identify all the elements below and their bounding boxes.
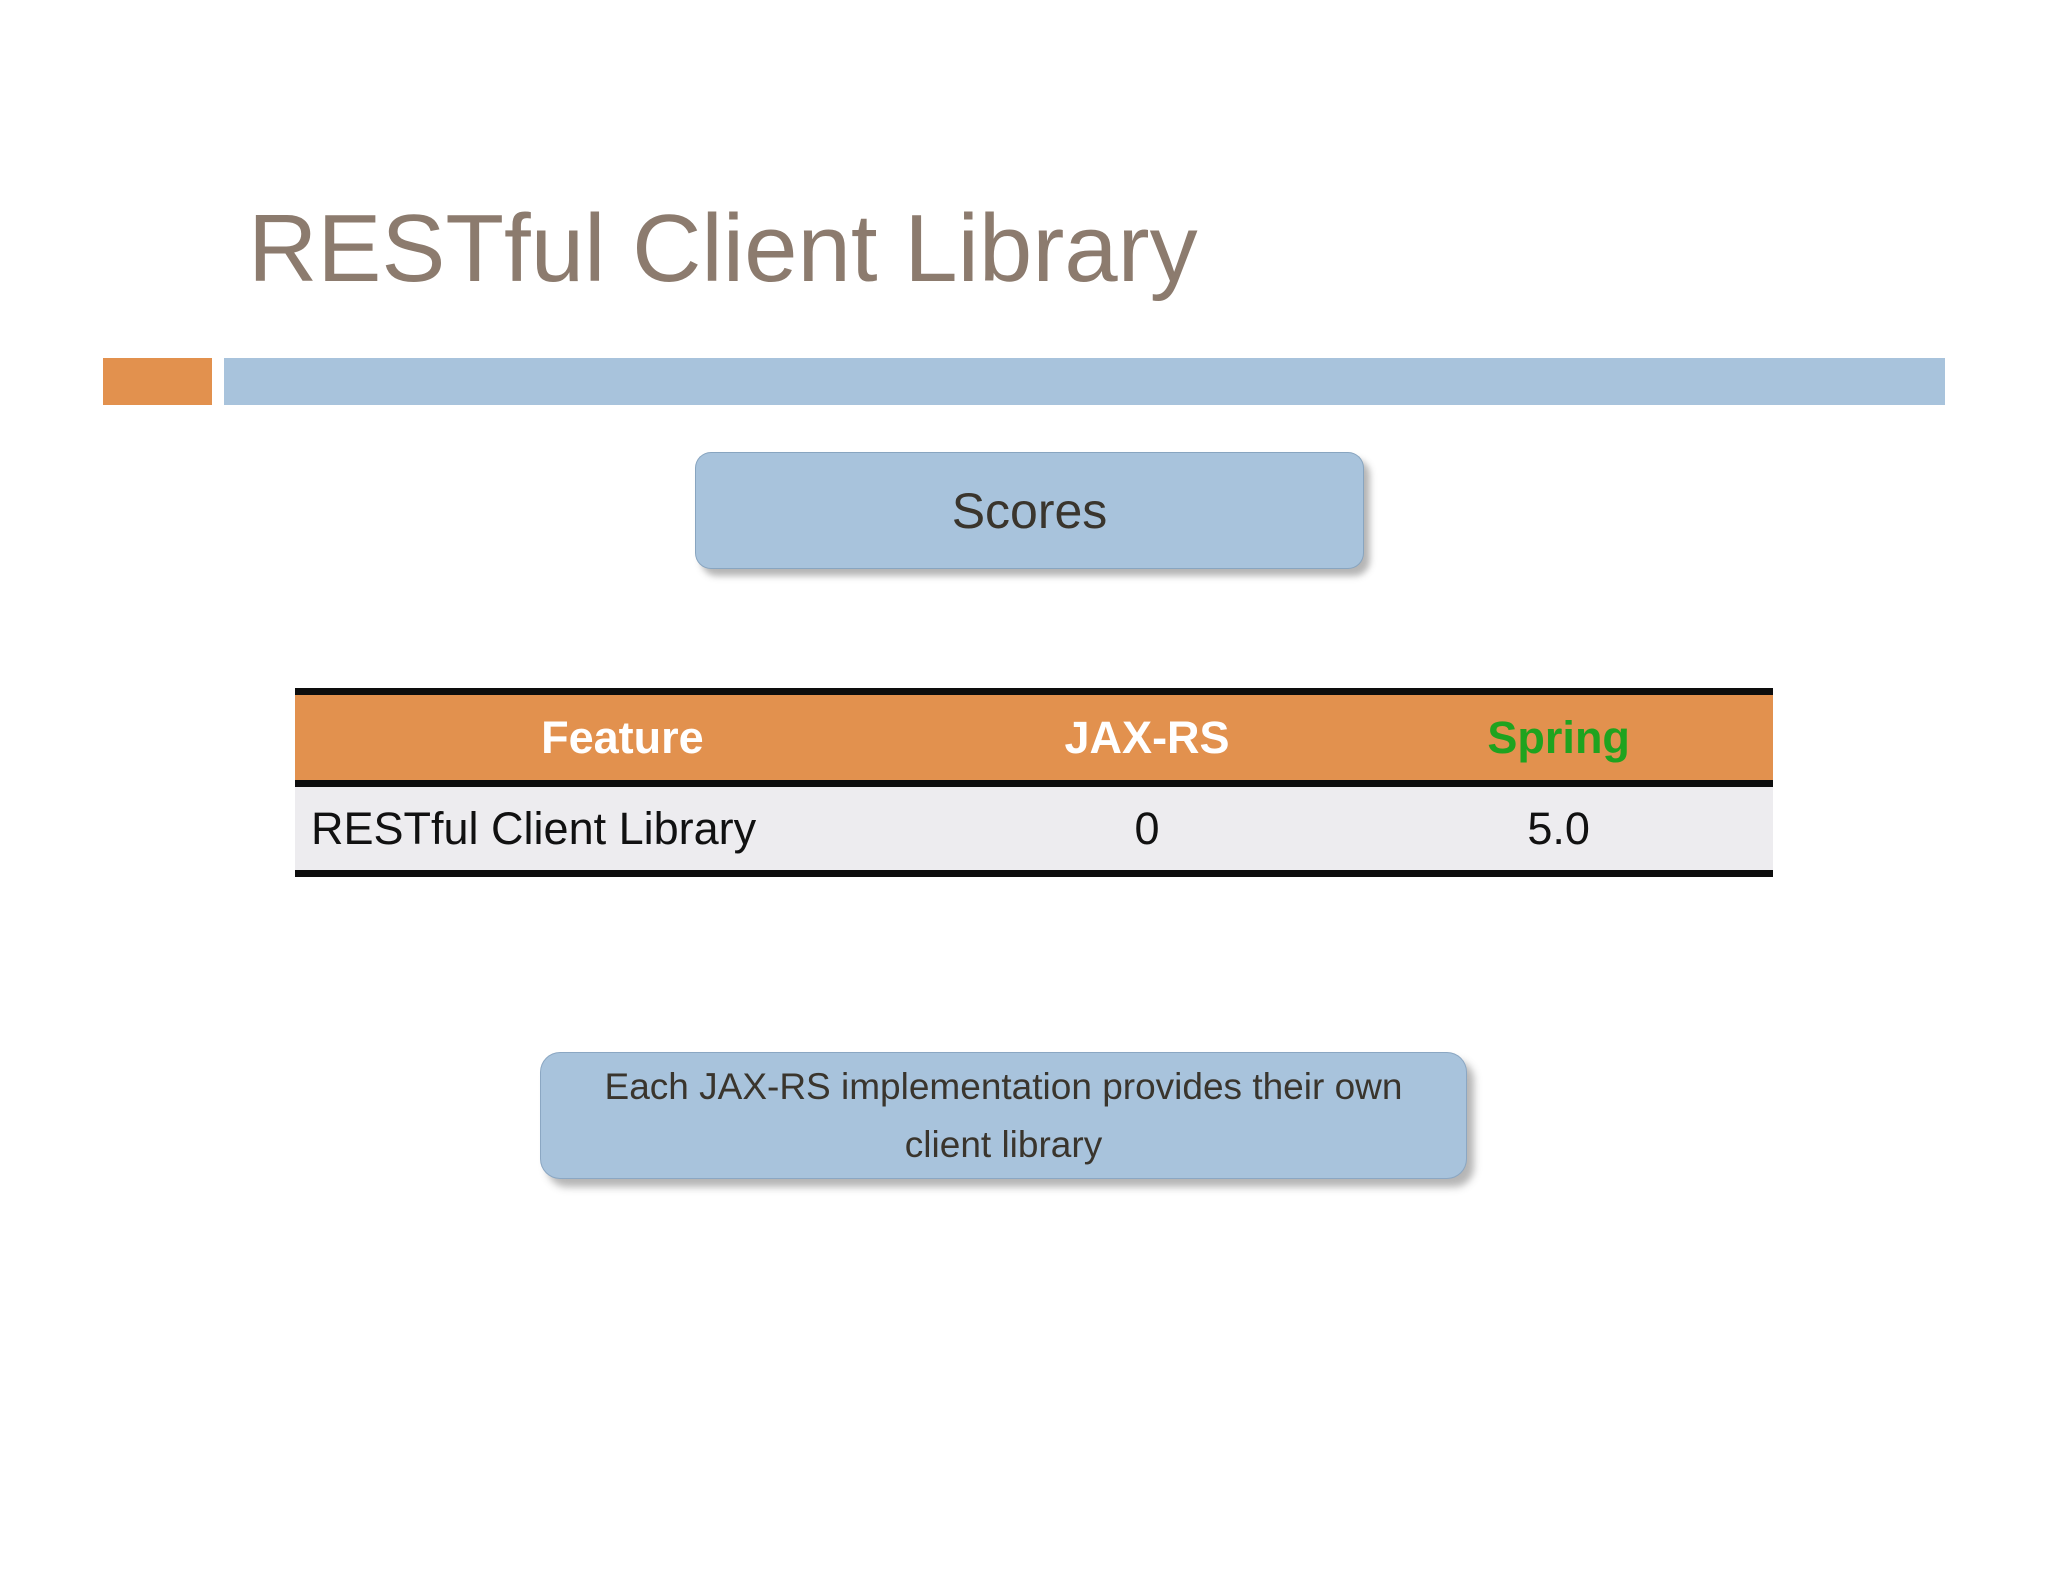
- cell-spring-score: 5.0: [1527, 802, 1590, 854]
- column-header-feature: Feature: [541, 711, 704, 763]
- comparison-table: Feature JAX-RS Spring RESTful Client Lib…: [295, 688, 1773, 877]
- callout-box: Each JAX-RS implementation provides thei…: [540, 1052, 1467, 1179]
- divider-orange-block: [103, 358, 212, 405]
- divider-blue-bar: [224, 358, 1945, 405]
- scores-box: Scores: [695, 452, 1364, 569]
- callout-text: Each JAX-RS implementation provides thei…: [604, 1066, 1403, 1165]
- cell-feature-name: RESTful Client Library: [311, 802, 757, 854]
- column-header-jaxrs: JAX-RS: [1064, 711, 1230, 763]
- table-row: RESTful Client Library 0 5.0: [295, 787, 1773, 870]
- cell-jaxrs-score: 0: [1134, 802, 1160, 854]
- scores-label: Scores: [951, 482, 1108, 539]
- column-header-spring: Spring: [1487, 711, 1630, 763]
- table-header-row: Feature JAX-RS Spring: [295, 695, 1773, 787]
- page-title: RESTful Client Library: [248, 195, 1198, 302]
